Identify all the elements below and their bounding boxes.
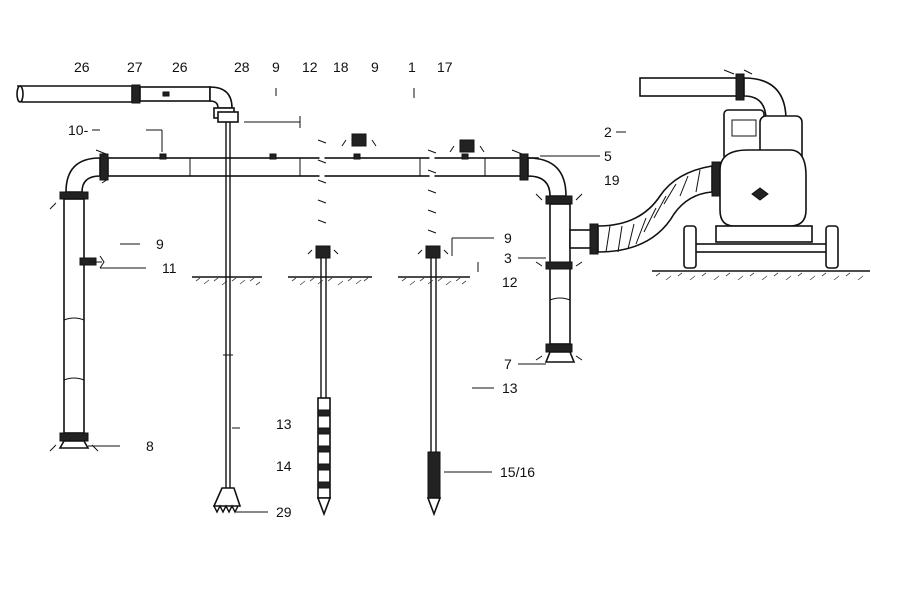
label-17: 17	[437, 59, 453, 75]
ground-segment-4	[652, 270, 870, 281]
label-18: 18	[333, 59, 349, 75]
discharge-pipe-top-left	[16, 84, 235, 119]
label-9-right: 9	[504, 230, 512, 246]
label-12-right: 12	[502, 274, 518, 290]
header-pipe	[95, 149, 539, 184]
ground-segment-3	[398, 276, 470, 286]
suction-hose	[597, 161, 721, 253]
label-13-right: 13	[502, 380, 518, 396]
left-riser-pipe	[49, 157, 105, 452]
label-10: 10-	[68, 122, 89, 138]
label-1: 1	[408, 59, 416, 75]
label-5: 5	[604, 148, 612, 164]
label-11: 11	[162, 260, 177, 276]
wellpoint-middle	[307, 105, 377, 517]
label-2: 2	[604, 124, 612, 140]
label-3: 3	[504, 250, 512, 266]
label-28: 28	[234, 59, 250, 75]
label-26-left: 26	[74, 59, 90, 75]
leader-lines	[88, 88, 626, 513]
label-8: 8	[146, 438, 154, 454]
label-9-left: 9	[156, 236, 164, 252]
ground-segment-2	[288, 276, 372, 286]
wellpoint-left	[212, 111, 242, 514]
wellpoint-right	[417, 111, 485, 517]
label-9-top-b: 9	[371, 59, 379, 75]
pump-unit	[639, 69, 839, 269]
label-14: 14	[276, 458, 292, 474]
label-19: 19	[604, 172, 620, 188]
label-27: 27	[127, 59, 143, 75]
ground-segments	[192, 270, 870, 286]
label-29: 29	[276, 504, 292, 520]
label-26-right: 26	[172, 59, 188, 75]
label-15-16: 15/16	[500, 464, 535, 480]
label-7: 7	[504, 356, 512, 372]
label-12-top: 12	[302, 59, 318, 75]
part-labels: 26 27 26 28 9 12 18 9 1 17 10- 2 5 19 9 …	[68, 59, 620, 520]
label-9-top-a: 9	[272, 59, 280, 75]
ground-segment-1	[192, 276, 262, 286]
label-13-left: 13	[276, 416, 292, 432]
right-riser-pipe	[527, 157, 599, 363]
